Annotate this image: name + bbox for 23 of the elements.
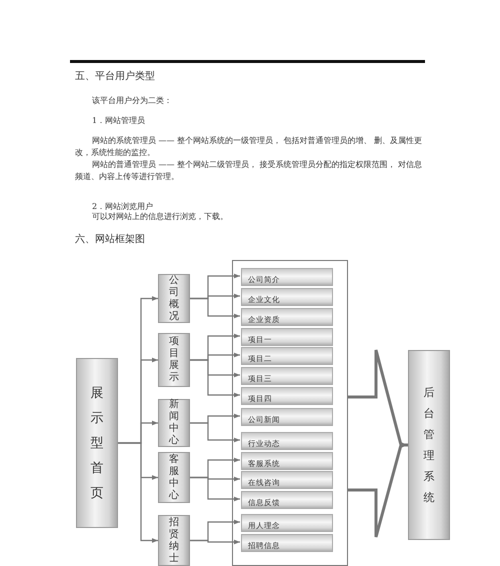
arrow [118, 442, 158, 543]
paragraph: 可以对网站上的信息进行浏览，下载。 [92, 211, 229, 223]
arrow [190, 476, 240, 502]
block-arrow [346, 348, 410, 538]
process-box: 新闻中心 [158, 399, 190, 447]
process-box: 招贤纳士 [158, 515, 190, 566]
paragraph: 该平台用户分为二类： [92, 95, 173, 107]
list-item: 1．网站管理员 [92, 115, 146, 127]
section-heading: 五、平台用户类型 [75, 71, 156, 83]
process-box: 客服中心 [158, 452, 190, 503]
list-item: 2．网站浏览用户 [92, 201, 154, 212]
arrow [190, 540, 240, 544]
section-heading: 六、网站框架图 [75, 234, 145, 246]
paragraph: 网站的系统管理员 —— 整个网站系统的一级管理员， 包括对普通管理员的增、 删、及属性更改，系统性能的监控。 [75, 135, 424, 159]
process-box: 公司概况 [158, 274, 190, 323]
arrow [190, 359, 240, 398]
frame-box [232, 260, 348, 566]
process-box: 后台管理系统 [408, 350, 450, 540]
process-box: 项目展示 [158, 333, 190, 387]
arrow [190, 298, 240, 318]
process-box: 展示型首页 [76, 358, 118, 528]
arrow [190, 422, 240, 442]
paragraph: 网站的普通管理员 —— 整个网站二级管理员， 接受系统管理员分配的指定权限范围， 对信息频道、内容上传等进行管理。 [75, 159, 424, 183]
